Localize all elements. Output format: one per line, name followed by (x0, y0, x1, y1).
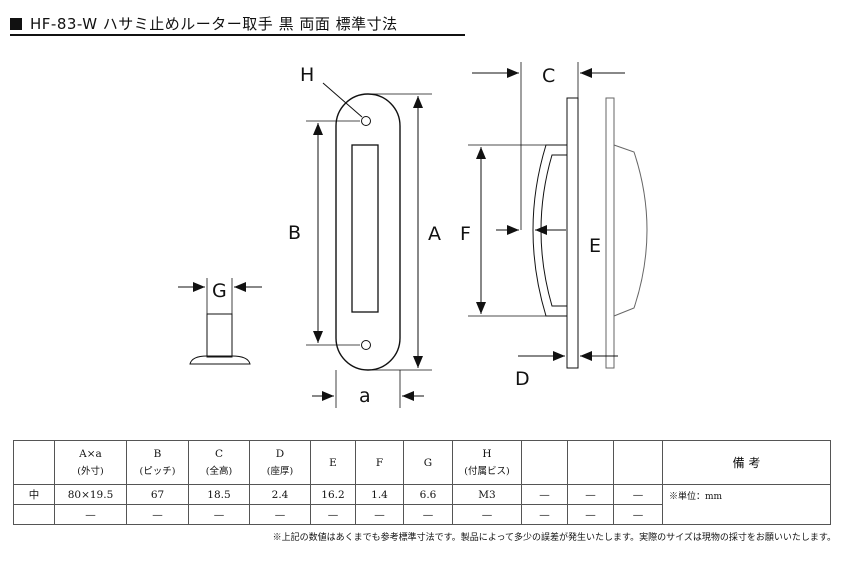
label-e: E (589, 235, 601, 257)
header-cell (613, 440, 663, 485)
title-underline (10, 34, 465, 36)
table-cell: 16.2 (310, 484, 356, 505)
spec-header-row: A×a(外寸) B(ピッチ) C(全高) D(座厚) E F G H(付属ビス)… (13, 440, 831, 485)
plate-outline (335, 93, 401, 371)
table-cell: — (249, 504, 311, 525)
label-a-small: a (359, 385, 371, 407)
table-cell: 18.5 (188, 484, 250, 505)
label-a-large: A (428, 223, 441, 245)
side-plate-back (605, 97, 615, 369)
screw-hole-bottom (361, 340, 371, 350)
row-label: 中 (13, 484, 55, 505)
g-view (178, 278, 262, 365)
handle-curve-outer (532, 144, 567, 317)
table-cell: — (126, 504, 189, 525)
header-cell: A×a(外寸) (54, 440, 127, 485)
label-c: C (542, 65, 555, 87)
dimension-drawing: H B A G a C F E D (178, 62, 648, 408)
table-cell: — (613, 504, 663, 525)
row-label (13, 504, 55, 525)
leader-h (322, 82, 363, 118)
handle-slot (351, 144, 379, 313)
spec-table: A×a(外寸) B(ピッチ) C(全高) D(座厚) E F G H(付属ビス)… (13, 440, 831, 525)
g-body (206, 313, 233, 358)
header-cell: C(全高) (188, 440, 250, 485)
table-cell: 1.4 (355, 484, 404, 505)
side-view (468, 62, 648, 369)
table-cell: 67 (126, 484, 189, 505)
header-cell: G (403, 440, 453, 485)
label-g: G (212, 280, 227, 302)
label-f: F (460, 223, 471, 245)
table-cell: — (310, 504, 356, 525)
table-cell: 80×19.5 (54, 484, 127, 505)
header-cell: F (355, 440, 404, 485)
handle-curve-back (613, 144, 648, 317)
screw-hole-top (361, 116, 371, 126)
table-cell: — (452, 504, 522, 525)
header-cell: H(付属ビス) (452, 440, 522, 485)
table-row: — — — — — — — — — — — (13, 504, 831, 525)
label-d: D (515, 368, 530, 390)
footnote: ※上記の数値はあくまでも参考標準寸法です。製品によって多少の誤差が発生いたします… (272, 533, 836, 543)
table-cell: — (188, 504, 250, 525)
label-h: H (300, 64, 314, 86)
table-cell: M3 (452, 484, 522, 505)
header-cell: E (310, 440, 356, 485)
remarks-header: 備 考 (662, 440, 831, 485)
title-square-icon (10, 18, 22, 30)
table-cell: — (355, 504, 404, 525)
label-b: B (288, 222, 301, 244)
header-cell (567, 440, 614, 485)
front-view (306, 82, 432, 408)
table-cell: — (54, 504, 127, 525)
header-cell: D(座厚) (249, 440, 311, 485)
header-cell (521, 440, 568, 485)
table-cell: — (613, 484, 663, 505)
title-text: HF-83-W ハサミ止めルーター取手 黒 両面 標準寸法 (30, 15, 398, 33)
page-title: HF-83-W ハサミ止めルーター取手 黒 両面 標準寸法 (10, 13, 398, 34)
table-cell: 2.4 (249, 484, 311, 505)
header-cell: B(ピッチ) (126, 440, 189, 485)
table-cell: — (521, 484, 568, 505)
table-cell: — (521, 504, 568, 525)
table-row: 中 80×19.5 67 18.5 2.4 16.2 1.4 6.6 M3 — … (13, 484, 831, 525)
table-cell: — (403, 504, 453, 525)
header-corner-cell (13, 440, 55, 485)
side-plate-main (566, 97, 579, 369)
remarks-cell: ※単位：mm (662, 484, 831, 525)
g-flange (189, 355, 251, 365)
table-cell: — (567, 504, 614, 525)
table-cell: 6.6 (403, 484, 453, 505)
table-cell: — (567, 484, 614, 505)
